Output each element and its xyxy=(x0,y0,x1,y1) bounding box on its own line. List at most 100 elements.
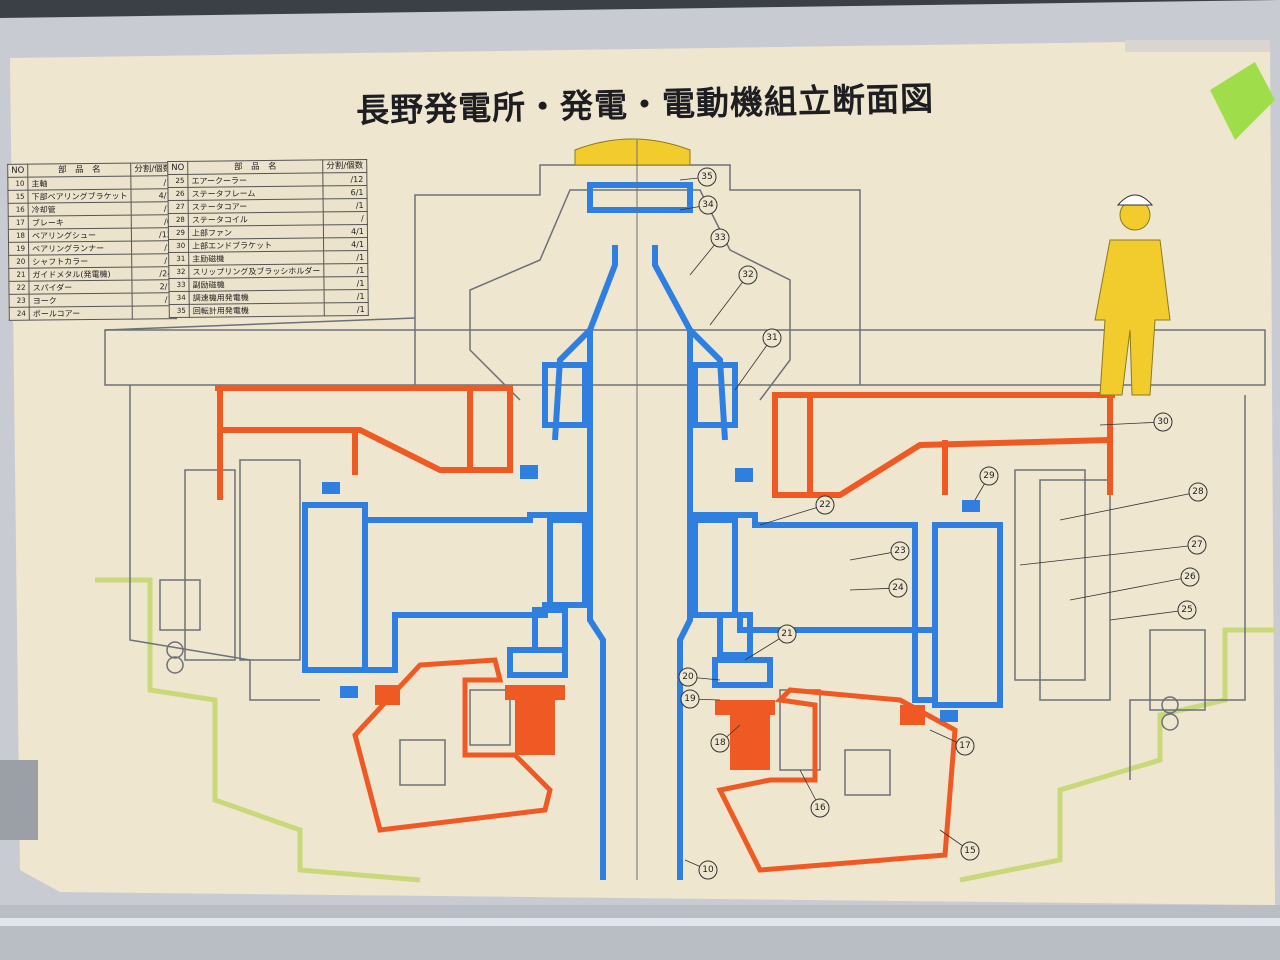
leader-line xyxy=(1109,609,1188,621)
part-no: 10 xyxy=(7,177,29,191)
header-no: NO xyxy=(167,161,188,175)
part-name: 冷却管 xyxy=(28,202,132,217)
upper-end-brackets xyxy=(215,385,1115,500)
callout-circle xyxy=(888,578,908,598)
callout-circle xyxy=(710,228,730,248)
leader-line xyxy=(709,274,749,326)
callout-number: 15 xyxy=(964,846,975,856)
callout-number: 20 xyxy=(682,672,694,682)
foundation-outline xyxy=(95,577,1275,883)
callout-marker: 16 xyxy=(799,769,830,818)
callout-marker: 34 xyxy=(679,195,718,215)
callout-circle xyxy=(1153,412,1173,432)
part-no: 25 xyxy=(167,174,189,188)
part-no: 35 xyxy=(169,304,190,318)
leader-line xyxy=(759,504,826,526)
part-no: 34 xyxy=(169,291,190,305)
callout-marker: 15 xyxy=(939,829,980,861)
board-bottom-rail xyxy=(0,905,1280,960)
callout-number: 27 xyxy=(1191,540,1202,550)
header-name: 部 品 名 xyxy=(27,163,131,178)
callout-number: 29 xyxy=(983,471,995,481)
callout-number: 28 xyxy=(1192,487,1204,497)
callout-number: 16 xyxy=(814,803,826,813)
leader-line xyxy=(1069,576,1191,601)
part-qty: /1 xyxy=(323,198,368,212)
callout-marker: 25 xyxy=(1109,600,1197,621)
parts-table-left: NO 部 品 名 分割/個数 10主軸/115下部ベアリングブラケット4/116… xyxy=(7,162,177,321)
top-cover-dome xyxy=(574,138,691,166)
callout-marker: 22 xyxy=(759,495,835,526)
leader-line xyxy=(1059,491,1199,521)
callout-number: 10 xyxy=(702,865,714,875)
callout-circle xyxy=(955,736,975,756)
part-qty: /1 xyxy=(323,276,368,290)
callout-number: 32 xyxy=(742,270,753,280)
part-qty: 4/1 xyxy=(323,224,368,238)
callout-circle xyxy=(815,495,835,515)
callout-circle xyxy=(762,328,782,348)
part-name: ブレーキ xyxy=(28,215,132,230)
callout-number: 33 xyxy=(714,233,725,243)
callout-marker: 29 xyxy=(974,466,999,501)
part-name: ベアリングシュー xyxy=(28,228,132,243)
part-no: 32 xyxy=(168,265,189,279)
worker-figure xyxy=(1094,199,1171,396)
callout-circle xyxy=(1180,567,1200,587)
callout-circle xyxy=(738,265,758,285)
part-qty: /12 xyxy=(322,172,367,186)
callout-circle xyxy=(697,167,717,187)
callout-number: 17 xyxy=(959,741,970,751)
callout-marker: 20 xyxy=(678,667,721,687)
part-qty: /1 xyxy=(324,302,369,316)
part-qty: /1 xyxy=(323,250,368,264)
board-clip xyxy=(0,760,38,840)
callout-number: 21 xyxy=(781,629,792,639)
part-no: 20 xyxy=(8,255,29,269)
callout-circle xyxy=(698,195,718,215)
part-name: 下部ベアリングブラケット xyxy=(28,189,132,204)
callout-number: 35 xyxy=(701,172,712,182)
part-no: 18 xyxy=(8,229,29,243)
callout-marker: 28 xyxy=(1059,482,1208,521)
part-no: 24 xyxy=(9,307,30,321)
callout-marker: 35 xyxy=(679,167,717,187)
leader-line xyxy=(1099,421,1164,426)
callout-marker: 30 xyxy=(1099,412,1173,432)
callout-circle xyxy=(680,689,700,709)
part-name: ベアリングランナー xyxy=(28,241,132,256)
callout-number: 24 xyxy=(892,583,904,593)
thrust-bearing-blocks xyxy=(375,685,925,770)
callout-marker: 21 xyxy=(744,624,797,661)
callout-marker: 31 xyxy=(734,328,782,391)
part-name: ポールコアー xyxy=(29,306,133,321)
part-no: 16 xyxy=(8,203,29,217)
part-name: ヨーク xyxy=(29,293,133,308)
part-no: 26 xyxy=(167,187,189,201)
part-no: 17 xyxy=(8,216,29,230)
callout-marker: 24 xyxy=(849,578,908,598)
callout-marker: 19 xyxy=(680,689,721,709)
callout-number: 26 xyxy=(1184,572,1196,582)
callout-number: 31 xyxy=(766,333,777,343)
part-qty: 6/1 xyxy=(323,185,368,199)
callout-marker: 27 xyxy=(1019,535,1207,566)
callout-marker: 23 xyxy=(849,541,910,561)
leader-line xyxy=(1019,544,1198,566)
part-no: 29 xyxy=(168,226,189,240)
callout-circle xyxy=(979,466,999,486)
part-name: スパイダー xyxy=(28,280,133,295)
part-no: 19 xyxy=(8,242,29,256)
part-name: シャフトカラー xyxy=(28,254,132,269)
header-qty: 分割/個数 xyxy=(322,159,367,173)
callout-circle xyxy=(777,624,797,644)
leader-line xyxy=(734,337,773,391)
label-strip xyxy=(1125,40,1270,52)
callout-group: 35 34 33 32 31 30 29 28 27 26 25 22 23 2… xyxy=(678,167,1208,880)
callout-marker: 17 xyxy=(929,729,975,756)
lower-bearing-brackets xyxy=(352,657,958,873)
part-qty: / xyxy=(323,211,368,225)
